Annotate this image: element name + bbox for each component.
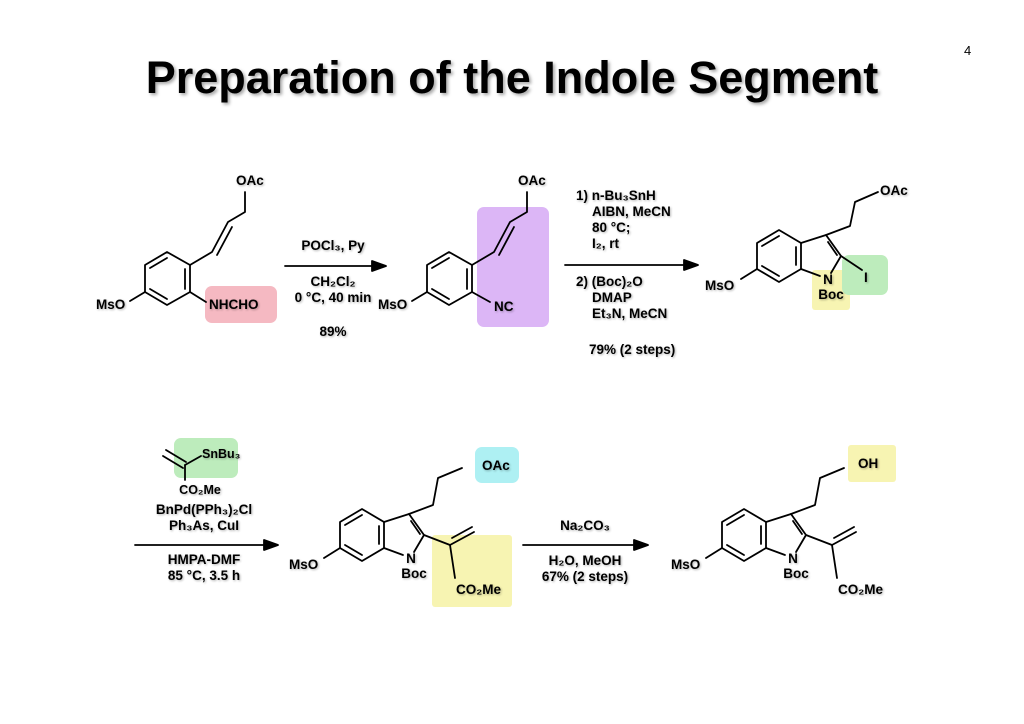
compound2-nc-label: NC [494, 299, 514, 314]
step2-line3: 80 °C; [592, 220, 631, 235]
compound3-n-label: N [823, 272, 833, 287]
compound3-mso-label: MsO [705, 278, 735, 293]
step2-line4: I₂, rt [592, 236, 619, 251]
step1-yield: 89% [319, 324, 347, 339]
step2-line7: Et₃N, MeCN [592, 306, 668, 321]
compound3-iodo-label: I [864, 270, 868, 285]
compound3-oac-label: OAc [880, 183, 908, 198]
step2-line1: 1) n-Bu₃SnH [576, 188, 656, 203]
compound5-ester-label: CO₂Me [838, 582, 884, 597]
compound2-oac-label: OAc [518, 173, 546, 188]
arrow-step1 [284, 260, 387, 272]
stannane-reagent-structure [162, 449, 202, 481]
compound4-boc-label: Boc [401, 566, 427, 581]
highlight-nhcho [205, 286, 277, 323]
compound5-oh-label: OH [858, 456, 879, 471]
step3-additives: Ph₃As, CuI [169, 518, 239, 533]
step1-solvent: CH₂Cl₂ [310, 274, 356, 289]
compound3-structure [740, 191, 879, 283]
slide-title: Preparation of the Indole Segment [145, 52, 879, 103]
page-number: 4 [964, 43, 972, 58]
highlight-oh [848, 445, 896, 482]
compound1-mso-label: MsO [96, 297, 126, 312]
compound5-boc-label: Boc [783, 566, 809, 581]
step3-solvent: HMPA-DMF [167, 552, 241, 567]
step2-line5: 2) (Boc)₂O [576, 274, 643, 289]
compound4-mso-label: MsO [289, 557, 319, 572]
step4-reagent: Na₂CO₃ [560, 518, 610, 533]
step3-catalyst: BnPd(PPh₃)₂Cl [155, 502, 253, 517]
arrow-step3 [134, 539, 279, 551]
step2-line6: DMAP [592, 290, 632, 305]
compound5-n-label: N [788, 551, 798, 566]
step3-conditions: 85 °C, 3.5 h [167, 568, 241, 583]
compound4-n-label: N [406, 551, 416, 566]
highlight-acrylate [432, 535, 512, 607]
highlight-oac [475, 447, 519, 483]
arrow-step4 [522, 539, 649, 551]
compound5-structure [705, 467, 857, 579]
compound4-structure [323, 467, 475, 579]
step3-stannane-label: SnBu₃ [202, 447, 241, 461]
step2-line2: AIBN, MeCN [592, 204, 671, 219]
compound4-ester-label: CO₂Me [456, 582, 502, 597]
compound1-nhcho-label: NHCHO [209, 297, 259, 312]
step4-yield: 67% (2 steps) [541, 569, 629, 584]
compound1-oac-label: OAc [236, 173, 264, 188]
step2-yield: 79% (2 steps) [589, 342, 676, 357]
step1-conditions: 0 °C, 40 min [294, 290, 372, 305]
arrow-step2 [564, 259, 699, 271]
compound5-mso-label: MsO [671, 557, 701, 572]
compound1-structure [129, 191, 246, 306]
compound3-boc-label: Boc [818, 287, 844, 302]
compound4-oac-label: OAc [482, 458, 510, 473]
compound2-mso-label: MsO [378, 297, 408, 312]
step3-ester-label: CO₂Me [179, 483, 221, 497]
compound2-structure [411, 191, 528, 306]
step1-reagent: POCl₃, Py [301, 238, 365, 253]
step4-solvent: H₂O, MeOH [548, 553, 622, 568]
